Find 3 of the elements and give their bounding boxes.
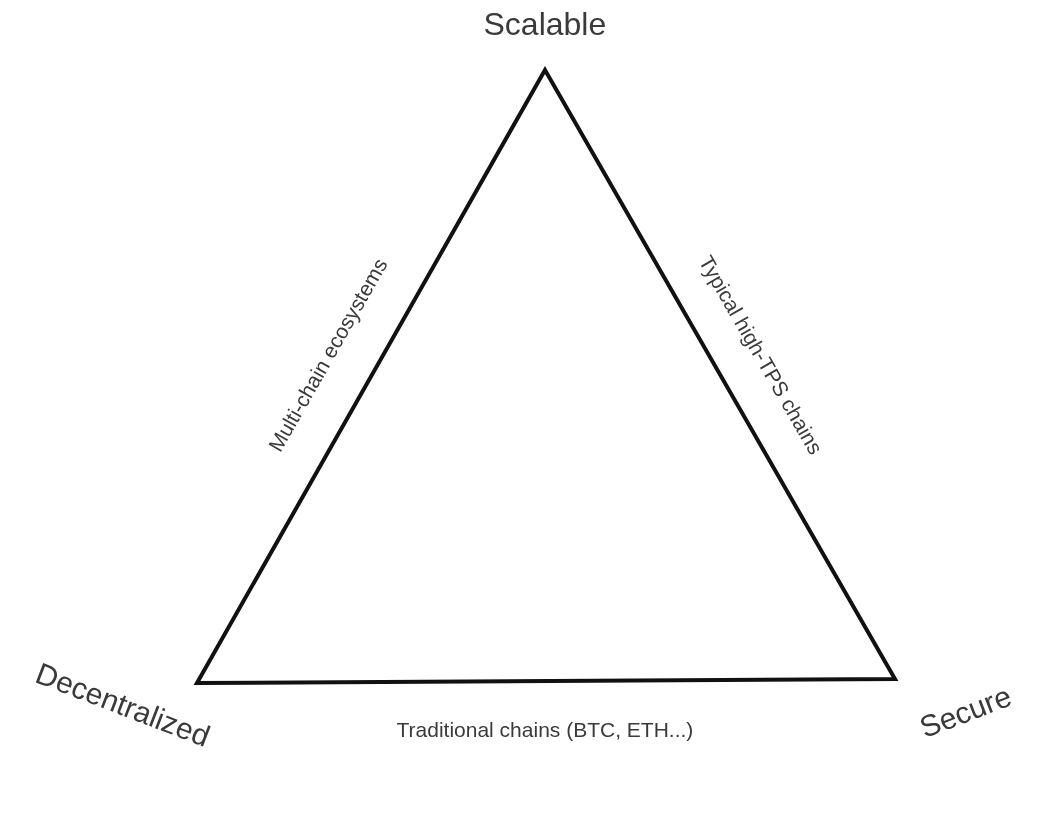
side-label: Traditional chains (BTC, ETH...) (396, 718, 694, 742)
vertex-label: Scalable (483, 5, 607, 43)
vertex-label: Secure (914, 679, 1016, 745)
